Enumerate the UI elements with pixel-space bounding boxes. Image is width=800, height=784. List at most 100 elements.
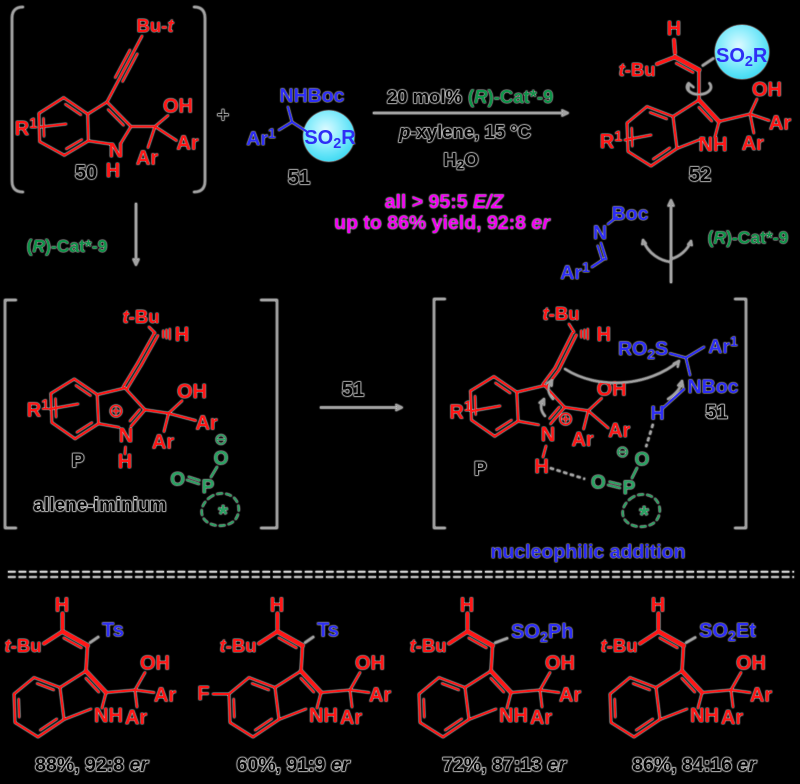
- svg-text:Ar1: Ar1: [560, 259, 590, 284]
- svg-text:R1: R1: [600, 129, 622, 153]
- svg-text:Ar: Ar: [176, 133, 198, 155]
- svg-text:NHBoc: NHBoc: [279, 85, 344, 107]
- svg-text:Ar: Ar: [769, 113, 791, 135]
- svg-text:OH: OH: [163, 96, 193, 118]
- svg-text:t-Bu: t-Bu: [543, 303, 580, 324]
- svg-text:Ar1: Ar1: [246, 125, 276, 150]
- svg-text:(R)-Cat*-9: (R)-Cat*-9: [468, 86, 553, 107]
- svg-text:H: H: [460, 595, 474, 617]
- svg-text:R1: R1: [27, 397, 49, 421]
- svg-text:all > 95:5 E/Z: all > 95:5 E/Z: [385, 191, 505, 213]
- svg-text:Ar: Ar: [136, 148, 158, 170]
- svg-text:Ar: Ar: [559, 685, 581, 707]
- svg-text:51: 51: [288, 167, 310, 189]
- svg-text:F: F: [197, 683, 209, 705]
- svg-text:(R)-Cat*-9: (R)-Cat*-9: [27, 236, 108, 256]
- svg-text:P: P: [72, 451, 85, 472]
- svg-text:t-Bu: t-Bu: [220, 635, 257, 656]
- svg-text:up to 86% yield, 92:8 er: up to 86% yield, 92:8 er: [334, 212, 551, 234]
- svg-text:51: 51: [342, 379, 364, 401]
- svg-text:O: O: [635, 450, 650, 471]
- svg-text:51: 51: [705, 401, 727, 423]
- svg-text:SO2R: SO2R: [716, 45, 768, 70]
- svg-text:OH: OH: [177, 381, 207, 403]
- svg-text:NBoc: NBoc: [688, 376, 739, 398]
- svg-text:OH: OH: [597, 378, 627, 400]
- svg-text:*: *: [218, 499, 229, 529]
- svg-text:NH: NH: [309, 705, 338, 727]
- svg-text:t-Bu: t-Bu: [619, 59, 656, 80]
- svg-text:N: N: [593, 222, 607, 244]
- svg-text:O: O: [591, 472, 606, 493]
- svg-text:Ar: Ar: [742, 133, 764, 155]
- svg-text:H: H: [597, 324, 611, 346]
- svg-text:20 mol%: 20 mol%: [387, 86, 462, 107]
- svg-text:R1: R1: [449, 399, 471, 423]
- svg-text:SO2Ph: SO2Ph: [511, 621, 573, 646]
- svg-text:H: H: [118, 451, 132, 473]
- svg-text:t-Bu: t-Bu: [601, 635, 638, 656]
- svg-text:Ar: Ar: [369, 685, 391, 707]
- svg-text:OH: OH: [545, 653, 575, 675]
- svg-text:86%, 84:16 er: 86%, 84:16 er: [632, 754, 757, 776]
- svg-text:Ar: Ar: [530, 707, 552, 729]
- svg-text:NH: NH: [690, 705, 719, 727]
- svg-text:H: H: [534, 456, 548, 478]
- svg-text:p-xylene, 15 °C: p-xylene, 15 °C: [398, 121, 531, 142]
- svg-text:OH: OH: [736, 653, 766, 675]
- svg-text:72%, 87:13 er: 72%, 87:13 er: [442, 754, 567, 776]
- svg-text:50: 50: [75, 162, 97, 184]
- svg-text:H: H: [55, 595, 69, 617]
- svg-text:Bu-t: Bu-t: [137, 15, 175, 36]
- svg-text:Ar: Ar: [125, 707, 147, 729]
- svg-text:88%, 92:8 er: 88%, 92:8 er: [35, 754, 149, 776]
- svg-text:60%, 91:9 er: 60%, 91:9 er: [237, 754, 351, 776]
- svg-text:H: H: [650, 403, 664, 425]
- svg-text:t-Bu: t-Bu: [5, 635, 42, 656]
- svg-text:Ar: Ar: [154, 685, 176, 707]
- svg-text:Ar: Ar: [608, 420, 630, 442]
- svg-text:O: O: [214, 449, 229, 470]
- svg-text:H: H: [270, 595, 284, 617]
- svg-text:Ar: Ar: [750, 685, 772, 707]
- svg-text:R1: R1: [15, 116, 37, 140]
- svg-text:allene-iminium: allene-iminium: [33, 495, 166, 516]
- svg-text:P: P: [623, 478, 636, 499]
- svg-text:P: P: [202, 477, 215, 498]
- svg-text:(R)-Cat*-9: (R)-Cat*-9: [708, 228, 789, 248]
- svg-text:H: H: [106, 160, 120, 182]
- svg-text:N: N: [541, 424, 555, 446]
- svg-text:Ar: Ar: [721, 707, 743, 729]
- svg-text:OH: OH: [140, 653, 170, 675]
- svg-text:SO2Et: SO2Et: [699, 620, 756, 645]
- svg-text:H: H: [175, 324, 189, 346]
- svg-text:OH: OH: [752, 79, 782, 101]
- svg-text:H2O: H2O: [443, 149, 478, 173]
- svg-text:N: N: [109, 140, 123, 162]
- svg-text:t-Bu: t-Bu: [123, 306, 160, 327]
- svg-text:RO2S: RO2S: [618, 338, 668, 362]
- svg-text:Ar: Ar: [195, 413, 217, 435]
- svg-text:Ar: Ar: [340, 707, 362, 729]
- svg-text:Ar1: Ar1: [708, 333, 738, 358]
- svg-text:N: N: [119, 425, 133, 447]
- svg-text:OH: OH: [355, 653, 385, 675]
- svg-text:P: P: [474, 459, 487, 480]
- svg-text:NH: NH: [699, 134, 728, 156]
- svg-text:H: H: [651, 595, 665, 617]
- svg-text:+: +: [217, 104, 229, 127]
- svg-text:Ar: Ar: [152, 432, 174, 454]
- svg-text:nucleophilic addition: nucleophilic addition: [491, 541, 686, 563]
- svg-text:Ar: Ar: [571, 429, 593, 451]
- svg-text:O: O: [170, 469, 185, 490]
- svg-text:NH: NH: [499, 705, 528, 727]
- svg-text:52: 52: [689, 164, 711, 186]
- svg-text:Boc: Boc: [612, 203, 649, 225]
- svg-text:NH: NH: [94, 705, 123, 727]
- svg-text:*: *: [639, 500, 650, 530]
- svg-text:t-Bu: t-Bu: [410, 635, 447, 656]
- svg-text:SO2R: SO2R: [304, 127, 356, 152]
- svg-text:H: H: [667, 18, 681, 40]
- svg-text:Ts: Ts: [102, 620, 124, 642]
- svg-text:Ts: Ts: [317, 620, 339, 642]
